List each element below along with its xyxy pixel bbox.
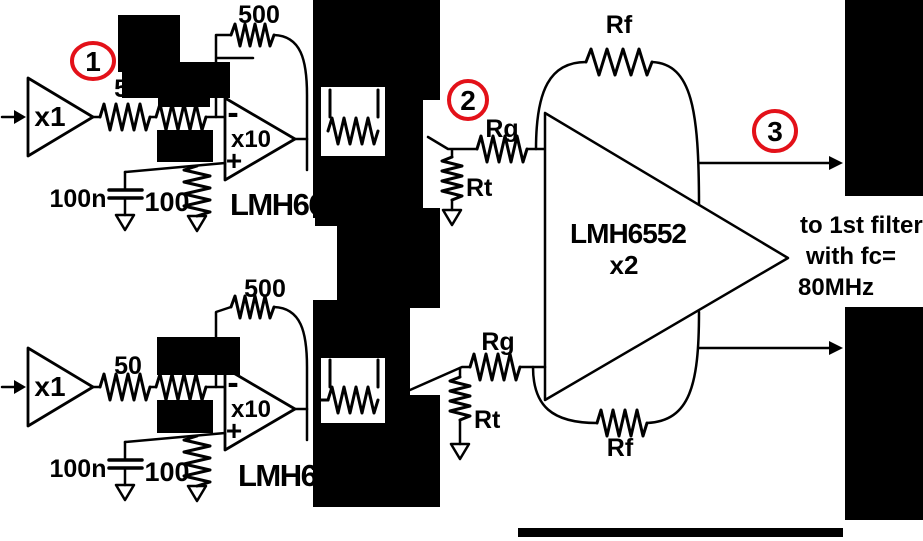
redaction-windows: [319, 87, 385, 423]
redaction-box: [337, 208, 440, 308]
wire-to-rg-top: [426, 135, 479, 151]
resistor-unlabeled-top: [154, 102, 208, 132]
redaction-box: [158, 85, 210, 107]
output-arrow-bottom-icon: [829, 341, 843, 355]
window-resistor-bottom: [326, 385, 380, 415]
part-number-bottom: LMH6: [238, 458, 318, 493]
resistor-50-top: [98, 102, 152, 132]
gain-label-top: x10: [231, 126, 271, 153]
diff-amp-gain-label: x2: [610, 250, 639, 280]
rt-label-top: Rt: [466, 174, 493, 202]
noninverting-wire-bottom: [123, 431, 227, 444]
redaction-box: [157, 400, 213, 433]
resistor-500-label-bottom: 500: [244, 275, 286, 303]
resistor-500-bottom: [229, 294, 276, 320]
resistor-100-top: [182, 164, 212, 218]
rf-left-curve-top: [534, 60, 588, 151]
resistor-rt-bottom: [448, 375, 472, 422]
redaction-box: [845, 307, 923, 520]
marker-number-3: 3: [767, 116, 783, 147]
diff-amp-triangle: [543, 111, 790, 402]
part-number-top: LMH66: [230, 187, 325, 222]
top-channel: [0, 22, 309, 233]
redaction-box: [157, 130, 213, 162]
inverting-input-label-top: -: [227, 94, 238, 132]
step-markers: 1 2 3: [70, 41, 798, 153]
rf-left-curve-bottom: [531, 365, 599, 425]
noninverting-input-label-top: +: [226, 145, 242, 176]
rf-label-top: Rf: [606, 11, 633, 39]
gain-amp-triangle-bottom: [223, 366, 297, 452]
resistor-100-label-top: 100: [144, 187, 189, 217]
window-resistor-top: [326, 116, 380, 146]
gain-label-bottom: x10: [231, 396, 271, 423]
resistor-rf-top: [584, 47, 654, 77]
output-arrow-top-icon: [829, 156, 843, 170]
feedback-return-top: [272, 33, 309, 172]
ground-icon: [186, 484, 208, 503]
input-arrow-top-icon: [14, 110, 26, 124]
output-note-line3: 80MHz: [798, 274, 874, 301]
resistor-500-top: [229, 22, 276, 48]
rf-right-curve-top: [650, 60, 701, 208]
redaction-bar: [518, 528, 843, 537]
marker-number-2: 2: [460, 85, 476, 116]
gain-amp-triangle-top: [223, 96, 297, 182]
buffer-gain-label-bottom: x1: [34, 371, 65, 402]
capacitor-label-bottom: 100n: [50, 455, 107, 483]
resistor-rg-top: [475, 134, 529, 164]
redaction-box: [845, 0, 923, 196]
marker-number-1: 1: [85, 46, 101, 77]
redaction-box: [315, 210, 339, 226]
rf-right-curve-bottom: [645, 310, 701, 425]
marker-circle-1: [70, 41, 116, 81]
output-note-line1: to 1st filter: [800, 212, 923, 239]
output-note-line2: with fc=: [805, 243, 896, 270]
ground-icon: [441, 208, 463, 227]
bottom-channel: [0, 294, 309, 503]
labels: x1 50 500 - x10 + 100n 100 LMH66 x1 50 5…: [34, 1, 922, 493]
rt-label-bottom: Rt: [474, 406, 501, 434]
input-arrow-bottom-icon: [14, 380, 26, 394]
wire-to-rg-bottom: [408, 365, 472, 392]
marker-circle-3: [752, 109, 798, 153]
resistor-500-label-top: 500: [238, 1, 280, 29]
redaction-boxes: [118, 0, 923, 537]
ground-icon: [186, 214, 208, 233]
buffer-gain-label-top: x1: [34, 101, 65, 132]
resistor-rf-bottom: [595, 408, 649, 438]
buffer-amp-triangle-bottom: [26, 346, 95, 428]
capacitor-label-top: 100n: [50, 185, 107, 213]
diff-stage: [408, 47, 843, 461]
rf-label-bottom: Rf: [607, 434, 634, 462]
resistor-50-label-bottom: 50: [114, 352, 142, 380]
redaction-box: [420, 0, 440, 100]
rg-label-bottom: Rg: [481, 328, 514, 356]
ground-icon: [114, 483, 136, 502]
buffer-amp-triangle-top: [26, 76, 95, 158]
resistor-100-bottom: [182, 434, 212, 488]
diff-amp-part-number: LMH6552: [570, 218, 686, 249]
resistor-100-label-bottom: 100: [144, 457, 189, 487]
resistor-50-bottom: [98, 372, 152, 402]
redaction-box: [385, 395, 440, 507]
rg-label-top: Rg: [485, 115, 518, 143]
noninverting-input-label-bottom: +: [226, 415, 242, 446]
marker-circle-2: [447, 79, 489, 121]
inverting-input-label-bottom: -: [227, 364, 238, 402]
resistor-unlabeled-bottom: [154, 372, 208, 402]
resistor-rg-bottom: [468, 352, 522, 382]
feedback-return-bottom: [272, 305, 309, 442]
redaction-box: [157, 337, 240, 375]
noninverting-wire-top: [123, 161, 227, 174]
ground-icon: [449, 442, 471, 461]
resistor-rt-top: [440, 155, 464, 202]
ground-icon: [114, 213, 136, 232]
